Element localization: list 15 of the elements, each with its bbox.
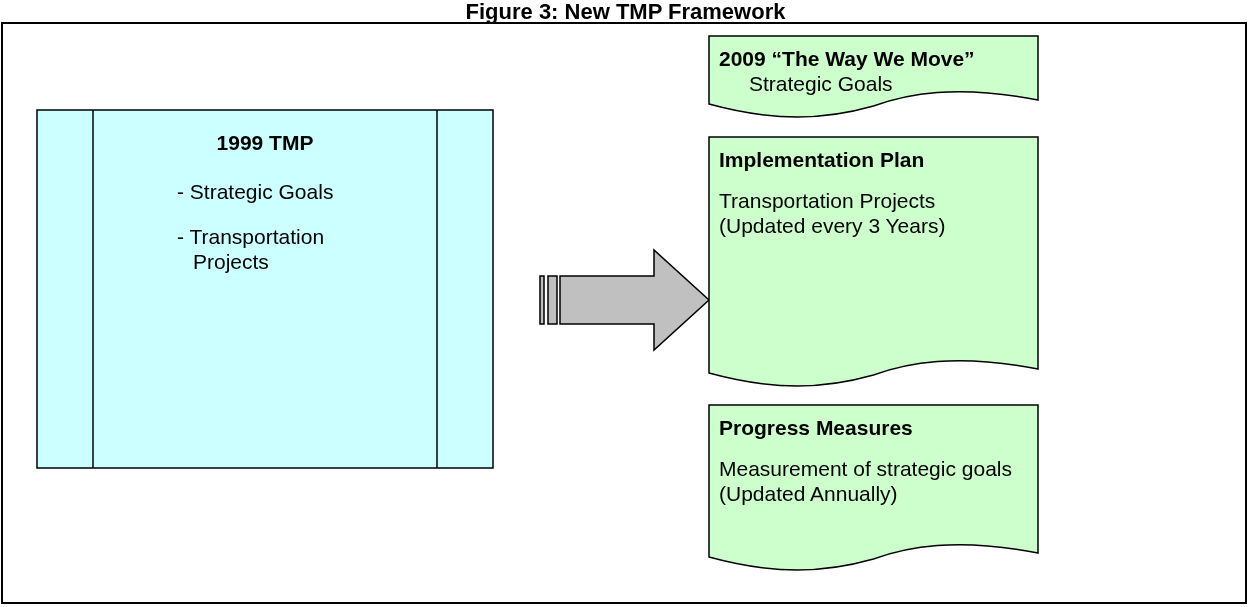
body-text: Strategic Goals — [749, 71, 893, 96]
process-box — [37, 110, 493, 468]
block-arrow — [539, 248, 711, 352]
figure-title: Figure 3: New TMP Framework — [464, 0, 787, 25]
body-text: - Transportation Projects — [177, 224, 326, 274]
document-shape — [709, 137, 1038, 389]
heading: Implementation Plan — [719, 147, 925, 172]
document-shape — [709, 36, 1038, 120]
document-shape — [709, 405, 1038, 573]
heading: Progress Measures — [719, 415, 913, 440]
body-text: Transportation Projects (Updated every 3 Years) — [719, 188, 947, 238]
heading: 1999 TMP — [216, 130, 314, 155]
body-text: Measurement of strategic goals (Updated Annually) — [719, 456, 1013, 506]
body-text: - Strategic Goals — [177, 179, 334, 204]
heading: 2009 “The Way We Move” — [719, 46, 975, 71]
